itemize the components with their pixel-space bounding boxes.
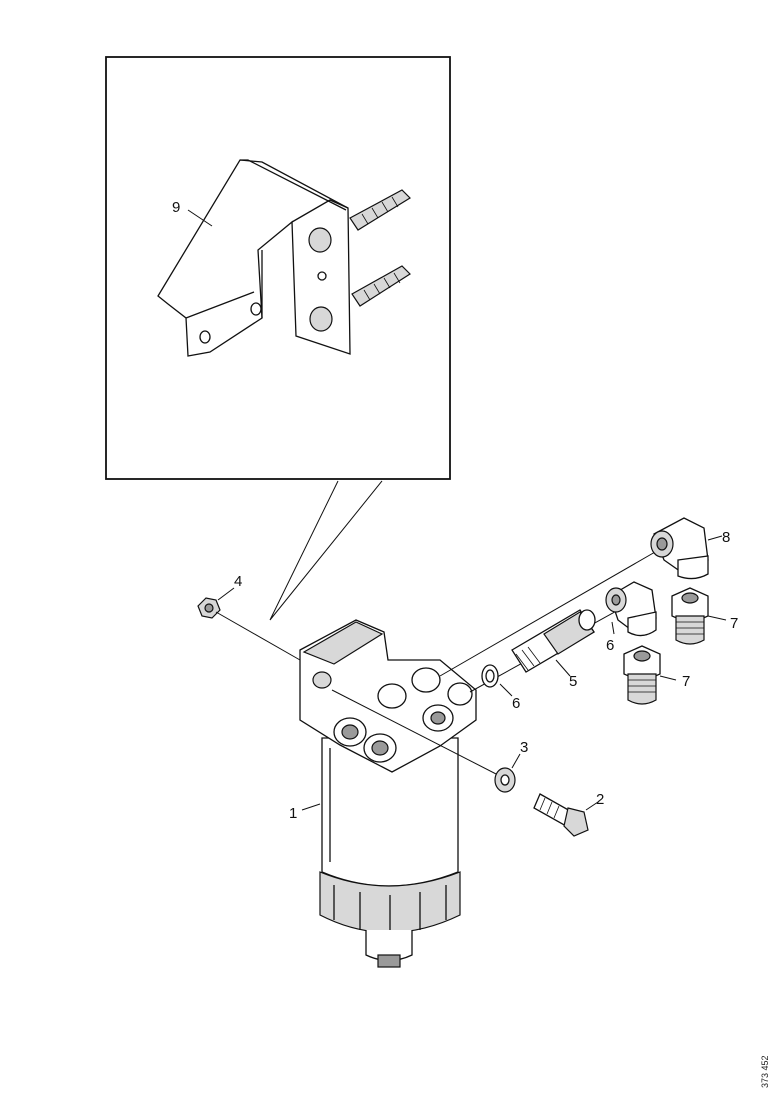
callout-7a: 7 [730, 615, 738, 632]
detail-inset: 9 [105, 56, 451, 480]
callout-2: 2 [596, 791, 604, 808]
callout-5: 5 [569, 673, 577, 690]
hollow-screw: 5 [511, 609, 596, 690]
union-fitting-left: 7 [623, 645, 690, 705]
callout-9: 9 [172, 199, 180, 216]
nut: 4 [197, 573, 301, 661]
mounting-bracket [157, 159, 411, 357]
figure-number: 373 452 [760, 1055, 770, 1088]
callout-6a: 6 [606, 637, 614, 654]
elbow-fitting-upper: 8 [650, 517, 730, 580]
union-fitting-right: 7 [671, 587, 738, 645]
inset-pointer-lines [269, 480, 383, 621]
inset-frame [105, 56, 451, 480]
callout-7b: 7 [682, 673, 690, 690]
callout-3: 3 [520, 739, 528, 756]
sealing-ring: 6 [481, 664, 520, 712]
filter-housing: 1 [289, 619, 477, 968]
port-bosses [333, 667, 473, 763]
callout-1: 1 [289, 805, 297, 822]
elbow-fitting-lower: 6 [605, 581, 657, 654]
washer-and-bolt: 3 2 [331, 689, 604, 837]
callout-4: 4 [234, 573, 242, 590]
callout-6b: 6 [512, 695, 520, 712]
callout-8: 8 [722, 529, 730, 546]
